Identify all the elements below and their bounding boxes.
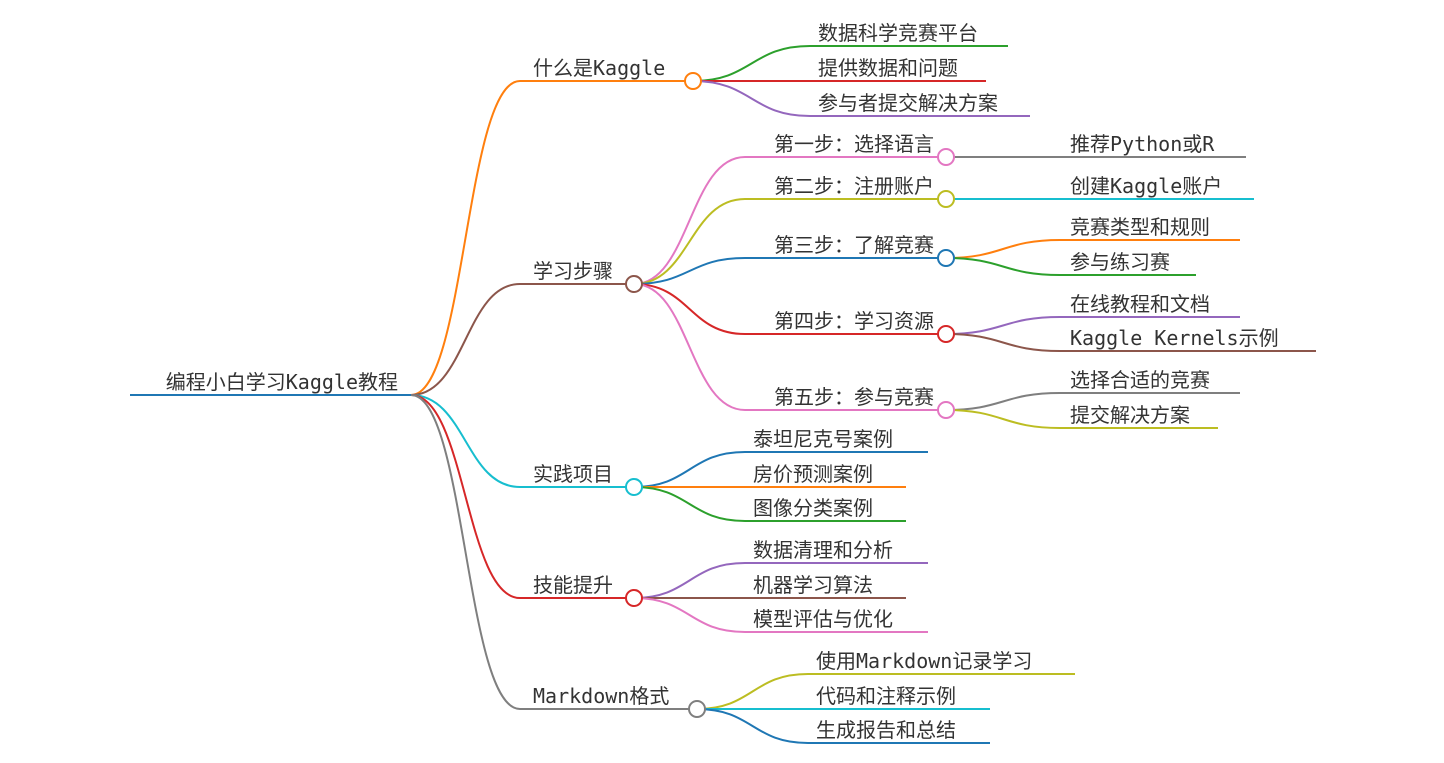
edge-branch-4-to-child-2 xyxy=(696,708,809,744)
step-0-detail-0-label: 推荐Python或R xyxy=(1070,132,1215,156)
edge-step-4-to-detail-0 xyxy=(945,392,1061,411)
dots-layer xyxy=(625,72,955,718)
edge-branch-0-to-child-0 xyxy=(692,45,811,82)
edge-branch-2-to-child-0 xyxy=(633,451,746,488)
branch-1-child-1-node[interactable] xyxy=(937,190,955,208)
edge-branch-2-to-child-2 xyxy=(633,486,746,522)
branch-1-child-3-label: 第四步：学习资源 xyxy=(774,309,934,333)
branch-3-label: 技能提升 xyxy=(533,573,613,597)
step-2-detail-0-label: 竞赛类型和规则 xyxy=(1070,215,1210,239)
root-label: 编程小白学习Kaggle教程 xyxy=(166,370,398,394)
edge-branch-1-to-child-2 xyxy=(633,257,746,285)
branch-4-child-0-label: 使用Markdown记录学习 xyxy=(816,649,1032,673)
branch-2-child-2-label: 图像分类案例 xyxy=(753,496,873,520)
edge-branch-0-to-child-2 xyxy=(692,80,811,117)
branch-1-node[interactable] xyxy=(625,275,643,293)
branch-0-child-1-label: 提供数据和问题 xyxy=(818,56,958,80)
branch-4-child-1-label: 代码和注释示例 xyxy=(816,684,956,708)
edges-layer xyxy=(410,45,1061,744)
edge-step-3-to-detail-1 xyxy=(945,333,1061,352)
branch-0-node[interactable] xyxy=(684,72,702,90)
branch-3-node[interactable] xyxy=(625,589,643,607)
branch-1-child-1-label: 第二步：注册账户 xyxy=(774,174,934,198)
branch-3-child-0-label: 数据清理和分析 xyxy=(753,538,893,562)
branch-2-child-0-label: 泰坦尼克号案例 xyxy=(753,427,893,451)
edge-root-to-branch-0 xyxy=(410,80,521,396)
branch-4-node[interactable] xyxy=(688,700,706,718)
branch-0-child-2-label: 参与者提交解决方案 xyxy=(818,91,998,115)
branch-1-child-4-label: 第五步：参与竞赛 xyxy=(774,385,934,409)
branch-1-label: 学习步骤 xyxy=(533,259,613,283)
branch-3-child-1-label: 机器学习算法 xyxy=(753,573,873,597)
edge-root-to-branch-3 xyxy=(410,394,521,599)
branch-2-label: 实践项目 xyxy=(533,462,613,486)
branch-0-label: 什么是Kaggle xyxy=(533,56,665,80)
branch-1-child-0-label: 第一步：选择语言 xyxy=(774,132,934,156)
branch-3-child-2-label: 模型评估与优化 xyxy=(753,607,893,631)
edge-branch-3-to-child-0 xyxy=(633,562,746,599)
edge-step-2-to-detail-0 xyxy=(945,239,1061,259)
edge-branch-3-to-child-2 xyxy=(633,597,746,633)
branch-0-child-0-label: 数据科学竞赛平台 xyxy=(818,21,978,45)
step-2-detail-1-label: 参与练习赛 xyxy=(1070,250,1170,274)
branch-1-child-0-node[interactable] xyxy=(937,148,955,166)
edge-branch-1-to-child-0 xyxy=(633,156,746,285)
step-1-detail-0-label: 创建Kaggle账户 xyxy=(1070,174,1222,198)
edge-step-2-to-detail-1 xyxy=(945,257,1061,276)
step-3-detail-1-label: Kaggle Kernels示例 xyxy=(1070,326,1279,350)
branch-2-child-1-label: 房价预测案例 xyxy=(753,462,873,486)
branch-1-child-3-node[interactable] xyxy=(937,325,955,343)
edge-root-to-branch-1 xyxy=(410,283,521,396)
branch-4-child-2-label: 生成报告和总结 xyxy=(816,718,956,742)
branch-2-node[interactable] xyxy=(625,478,643,496)
labels-layer: 编程小白学习Kaggle教程 什么是Kaggle 数据科学竞赛平台提供数据和问题参与… xyxy=(166,21,1279,742)
edge-root-to-branch-2 xyxy=(410,394,521,488)
branch-1-child-2-label: 第三步：了解竞赛 xyxy=(774,233,934,257)
branch-4-label: Markdown格式 xyxy=(533,684,669,708)
step-4-detail-1-label: 提交解决方案 xyxy=(1070,403,1190,427)
branch-1-child-2-node[interactable] xyxy=(937,249,955,267)
step-3-detail-0-label: 在线教程和文档 xyxy=(1070,292,1210,316)
edge-step-3-to-detail-0 xyxy=(945,316,1061,335)
underlines-layer xyxy=(130,45,1316,744)
edge-branch-1-to-child-1 xyxy=(633,198,746,285)
edge-root-to-branch-4 xyxy=(410,394,521,710)
edge-branch-1-to-child-3 xyxy=(633,283,746,335)
edge-branch-4-to-child-0 xyxy=(696,673,809,710)
edge-step-4-to-detail-1 xyxy=(945,409,1061,429)
edge-branch-1-to-child-4 xyxy=(633,283,746,411)
step-4-detail-0-label: 选择合适的竞赛 xyxy=(1070,368,1210,392)
branch-1-child-4-node[interactable] xyxy=(937,401,955,419)
